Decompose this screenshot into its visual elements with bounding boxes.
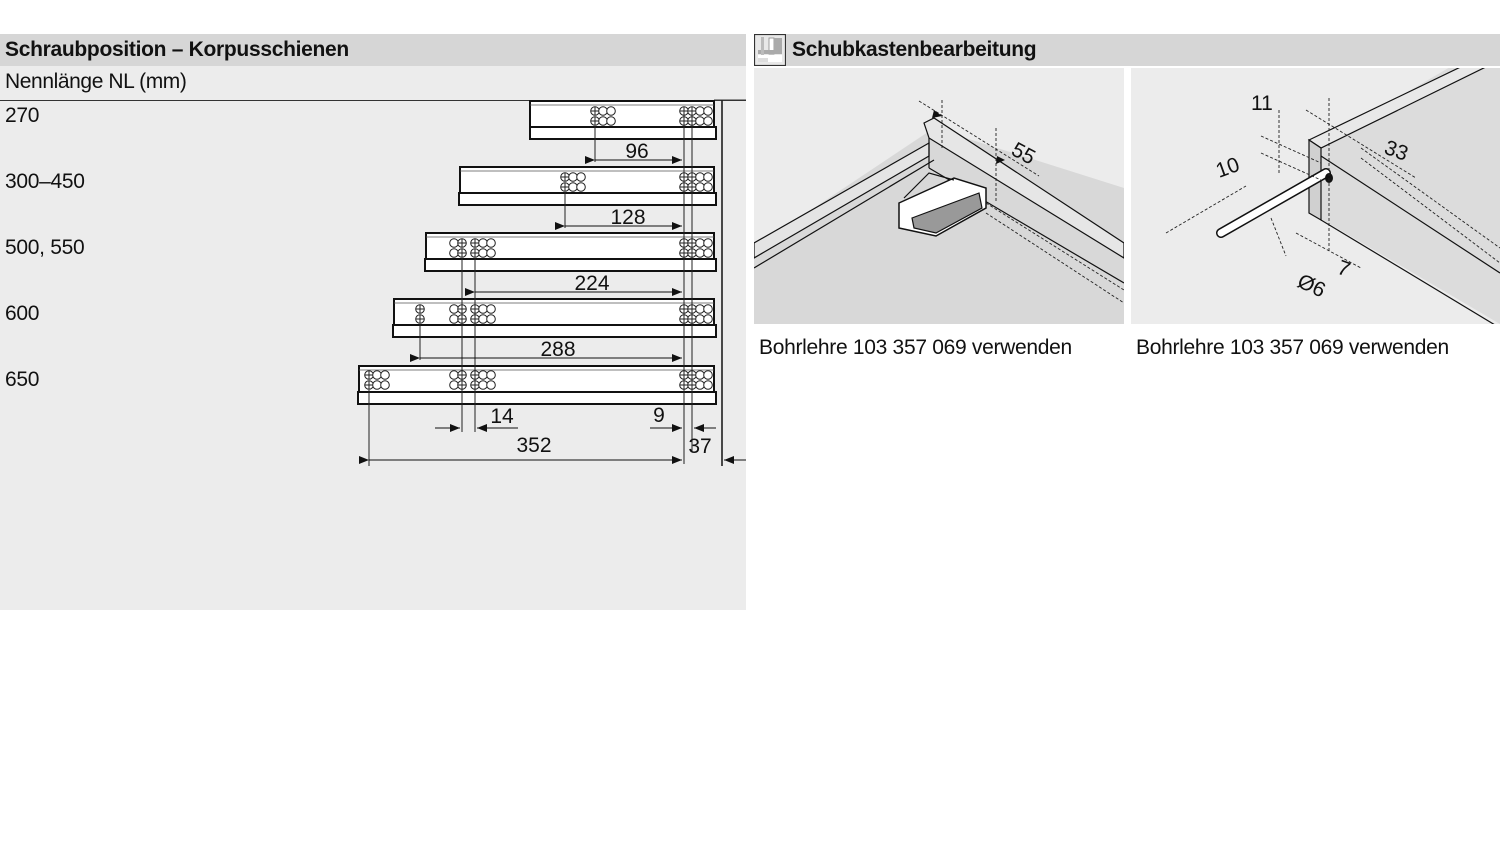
dim-37: 37	[688, 435, 711, 458]
dim-14: 14	[490, 405, 514, 428]
nominal-length-heading: Nennlänge NL (mm)	[5, 70, 187, 93]
drawer-drilling-figure: 11 33 10 7 Ø6	[1131, 68, 1500, 324]
nominal-length-500-550: 500, 550	[5, 236, 85, 259]
dim-288: 288	[540, 338, 575, 361]
nominal-length-300-450: 300–450	[5, 170, 85, 193]
dim-96: 96	[625, 140, 648, 163]
nominal-length-270: 270	[5, 104, 40, 127]
section-title-drawer-processing: Schubkastenbearbeitung	[754, 34, 1500, 66]
dim-9: 9	[653, 404, 665, 427]
drill-processing-icon	[754, 34, 786, 66]
dim-11: 11	[1251, 92, 1273, 115]
figure-2-caption: Bohrlehre 103 357 069 verwenden	[1136, 336, 1449, 359]
nominal-length-600: 600	[5, 302, 40, 325]
section-title-screw-position: Schraubposition – Korpusschienen	[0, 34, 746, 66]
figure-1-caption: Bohrlehre 103 357 069 verwenden	[759, 336, 1072, 359]
dim-224: 224	[574, 272, 609, 295]
header-divider	[0, 100, 746, 101]
nominal-length-650: 650	[5, 368, 40, 391]
dim-128: 128	[610, 206, 645, 229]
dim-352: 352	[516, 434, 551, 457]
rail-screw-diagram: 96 128 224 288 14 9 352 37	[357, 99, 746, 466]
drawer-front-mounting-figure: 55	[754, 68, 1124, 324]
